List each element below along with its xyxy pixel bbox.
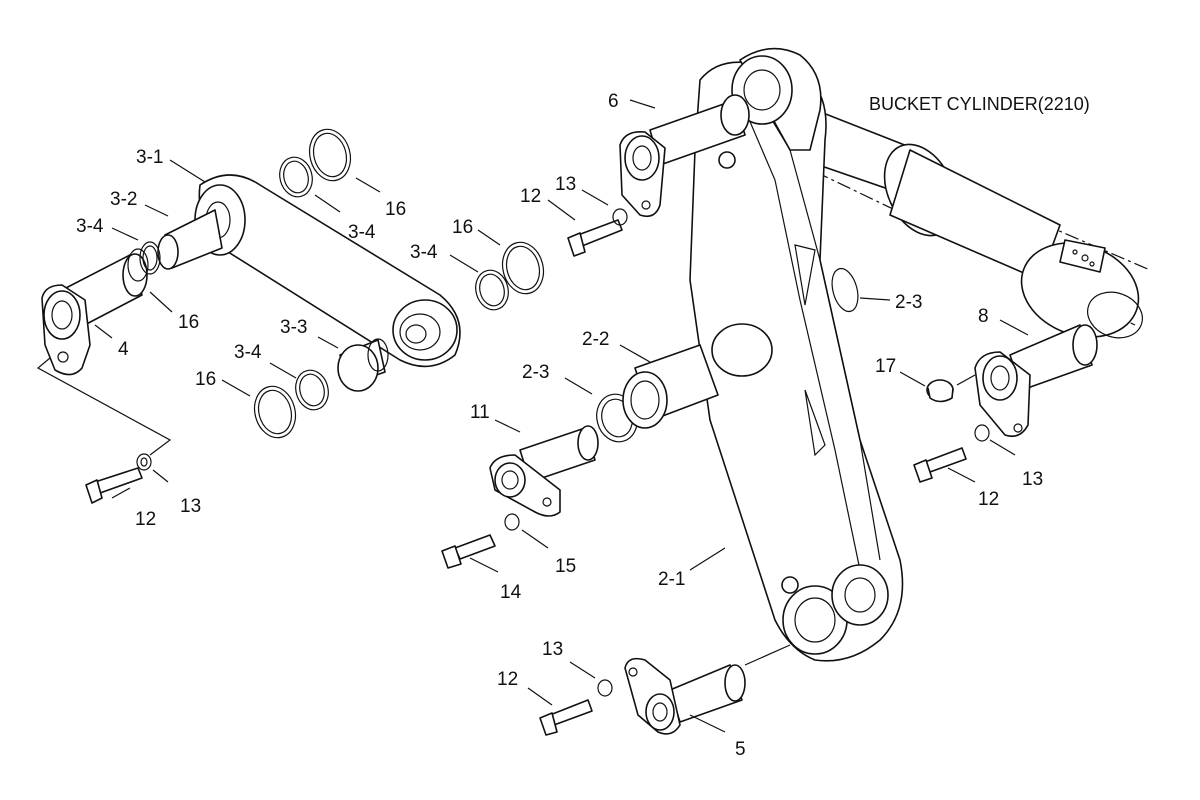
- assembly-lines: [36, 357, 976, 666]
- pin-4: [41, 253, 148, 376]
- callout-3-4-top: 3-4: [348, 222, 376, 243]
- cap-17: [926, 379, 954, 403]
- pin-6: [619, 94, 750, 218]
- pin-11: [489, 425, 599, 517]
- callout-13-top: 13: [555, 174, 576, 195]
- bushing-3-3: [337, 338, 389, 392]
- callout-14: 14: [500, 582, 522, 603]
- callout-17: 17: [875, 356, 896, 377]
- callout-13-bottom: 13: [542, 639, 563, 660]
- title-label: BUCKET CYLINDER(2210): [869, 94, 1090, 114]
- callout-2-2: 2-2: [582, 329, 609, 350]
- callout-16-mid: 16: [452, 217, 473, 238]
- callout-12-top: 12: [520, 186, 541, 207]
- callout-8: 8: [978, 306, 989, 327]
- callout-15: 15: [555, 556, 576, 577]
- bushing-2-2: [622, 344, 719, 429]
- seals-rings: [127, 128, 859, 443]
- callout-16-left: 16: [178, 312, 199, 333]
- callout-3-4-mid: 3-4: [410, 242, 438, 263]
- callout-6: 6: [608, 91, 619, 112]
- callout-16-low: 16: [195, 369, 216, 390]
- callout-12-bottom: 12: [497, 669, 518, 690]
- leader-lines: [94, 99, 1029, 733]
- bellcrank-2-1: [689, 47, 904, 662]
- callout-3-2: 3-2: [110, 189, 137, 210]
- pin-8: [974, 324, 1098, 438]
- callout-3-3: 3-3: [280, 317, 307, 338]
- callout-11: 11: [470, 402, 490, 423]
- callout-5: 5: [735, 739, 746, 760]
- callout-3-1: 3-1: [136, 147, 163, 168]
- callout-4: 4: [118, 339, 129, 360]
- callout-2-1: 2-1: [658, 569, 685, 590]
- callout-12-left: 12: [135, 509, 156, 530]
- callout-16-top: 16: [385, 199, 406, 220]
- pin-3-2: [157, 209, 223, 270]
- callout-12-right: 12: [978, 489, 999, 510]
- callout-13-left: 13: [180, 496, 201, 517]
- bolts-washers: [85, 208, 990, 736]
- callout-2-3-right: 2-3: [895, 292, 922, 313]
- callout-3-4-low: 3-4: [234, 342, 262, 363]
- callout-2-3-mid: 2-3: [522, 362, 549, 383]
- pin-5: [624, 657, 746, 735]
- callout-3-4-left: 3-4: [76, 216, 104, 237]
- callout-13-right: 13: [1022, 469, 1043, 490]
